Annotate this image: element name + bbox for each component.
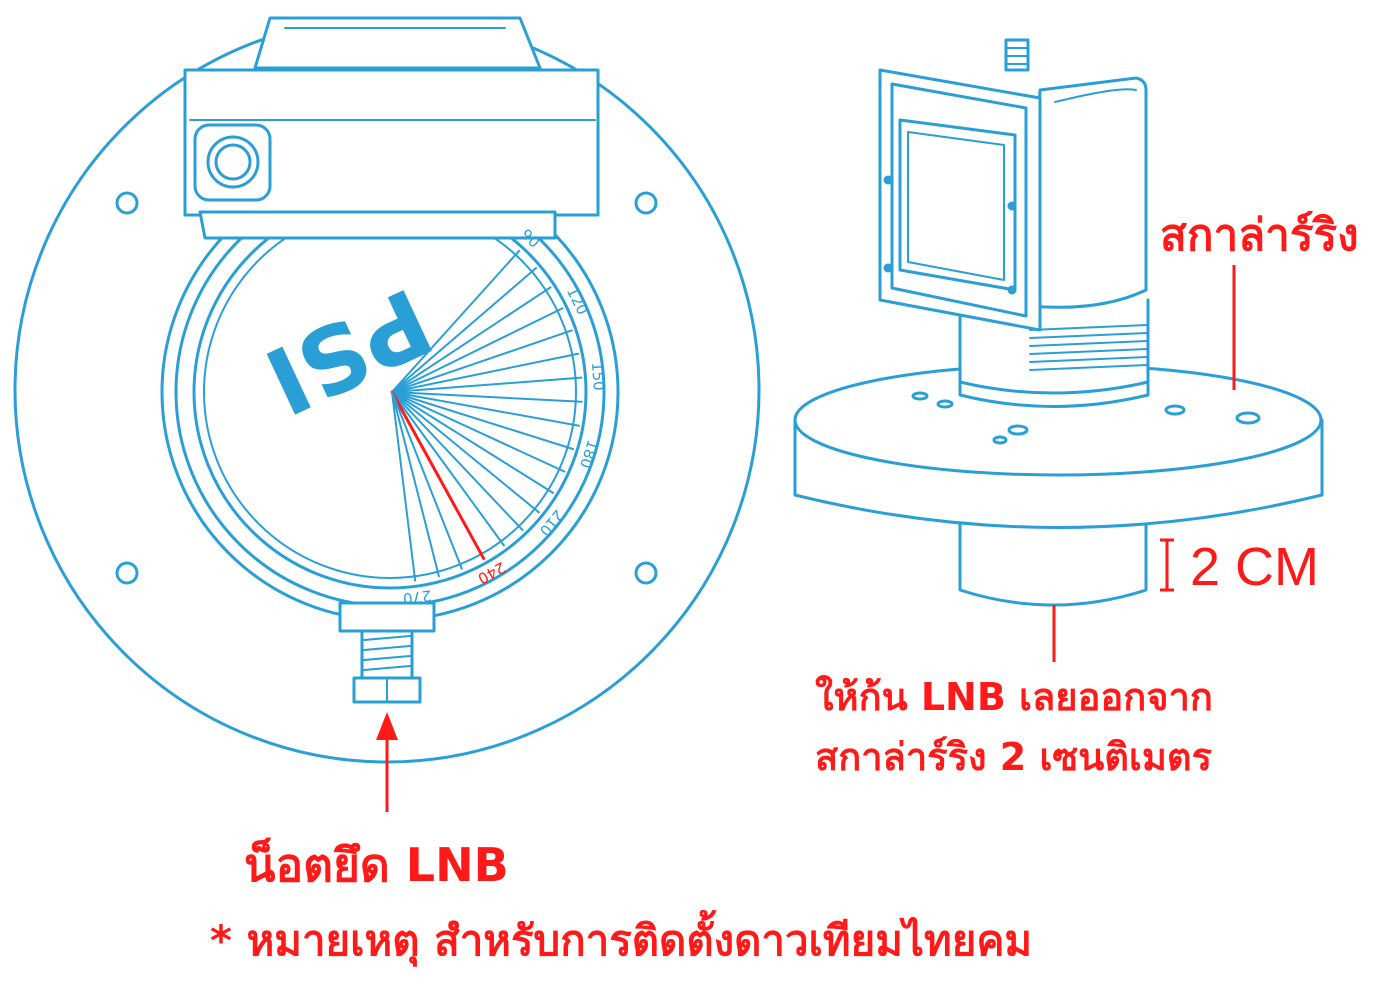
dial-line [391, 391, 566, 473]
dial-line [391, 391, 417, 582]
dial-line [391, 391, 524, 532]
dial-line-selected [390, 390, 486, 560]
dial-mark-label: 270 [402, 586, 433, 607]
scalar-ring-label: สกาล่าร์ริง [1160, 210, 1359, 261]
dial-line [391, 249, 521, 393]
gap-indicator [1160, 538, 1174, 592]
bolt-arrow [376, 712, 398, 812]
dial-fan [390, 249, 583, 582]
lnb-top-box [183, 16, 600, 240]
instruction-line-2: สกาล่าร์ริง 2 เซนติเมตร [815, 735, 1212, 779]
bolt-label: น็อตยึด LNB [244, 838, 509, 892]
lnb-bolt [338, 601, 436, 704]
dial-line [391, 286, 552, 393]
gap-label: 2 CM [1190, 537, 1320, 597]
dial-mark-label: 240 [475, 558, 509, 588]
dial-line [391, 391, 575, 451]
dial-line [391, 391, 463, 570]
brand-text: PSI [250, 267, 447, 435]
dial-mark-label: 150 [588, 361, 608, 391]
lnb-side-view [793, 38, 1324, 607]
dial-line [391, 376, 583, 393]
dial-mark-label: 210 [536, 506, 568, 540]
dial-line [391, 267, 537, 393]
note-label: * หมายเหตุ สำหรับการติดตั้งดาวเทียมไทยคม [210, 916, 1033, 965]
dial-line [391, 391, 580, 427]
dial-line [391, 391, 583, 403]
mount-hole [634, 191, 658, 215]
dial-line [391, 391, 505, 547]
mount-hole [115, 561, 139, 585]
dial-line [391, 352, 580, 393]
dial-line [391, 307, 564, 393]
callouts [376, 265, 1236, 812]
mount-hole [634, 561, 658, 585]
dial-line [391, 391, 440, 578]
dial-line [391, 329, 573, 393]
dial-line [391, 391, 555, 494]
instruction-line-1: ให้ก้น LNB เลยออกจาก [815, 675, 1213, 719]
mount-hole [115, 191, 139, 215]
dial-line [391, 391, 540, 514]
